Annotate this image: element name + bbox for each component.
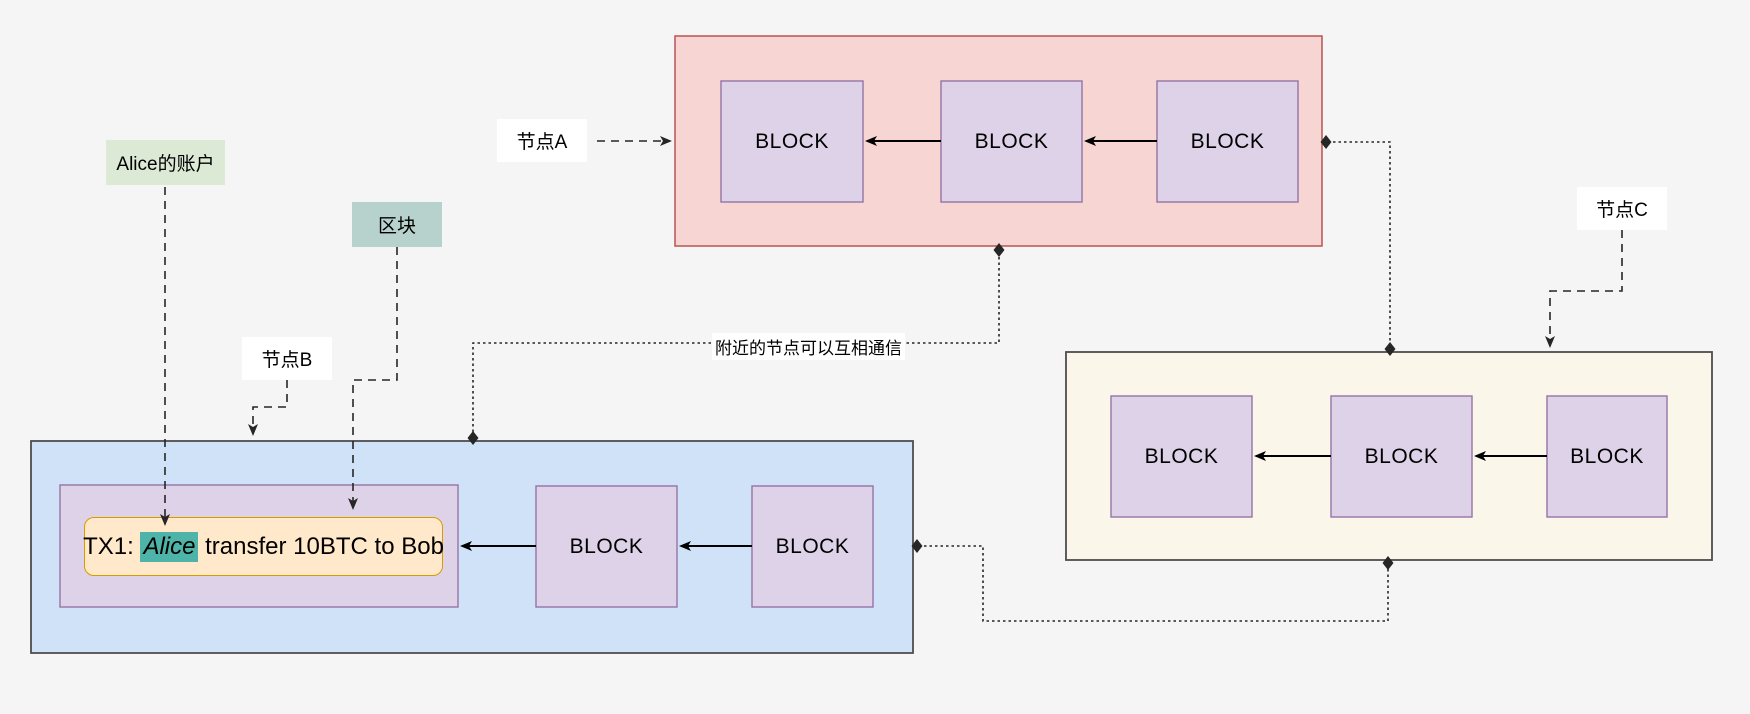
node-b-label: 节点B [242,337,332,380]
block-box [751,485,874,608]
transaction-box: TX1: Alice transfer 10BTC to Bob [83,517,444,576]
block-box-label: BLOCK [755,129,829,153]
transaction-prefix: TX1: [83,532,141,560]
block-box-label: BLOCK [1190,129,1265,153]
transaction-suffix: transfer 10BTC to Bob [198,532,444,560]
transaction-alice-highlight: Alice [140,531,199,562]
block-box [535,485,678,608]
block-box [940,80,1083,203]
node-c-label: 节点C [1577,187,1667,230]
block-box [1546,395,1668,518]
block-box [1330,395,1473,518]
block-box [720,80,864,203]
block-box-label: BLOCK [569,534,644,558]
peer-communication-label: 附近的节点可以互相通信 [712,333,905,360]
block-box [1110,395,1253,518]
block-box-label: BLOCK [775,534,850,558]
account-label: Alice的账户 [106,140,225,185]
block-box-label: BLOCK [1364,444,1439,468]
block-tag-label: 区块 [352,202,442,247]
block-box-label: BLOCK [974,129,1049,153]
block-box [1156,80,1299,203]
block-box-label: BLOCK [1570,444,1644,468]
node-a-label: 节点A [497,119,587,162]
block-box-label: BLOCK [1144,444,1219,468]
